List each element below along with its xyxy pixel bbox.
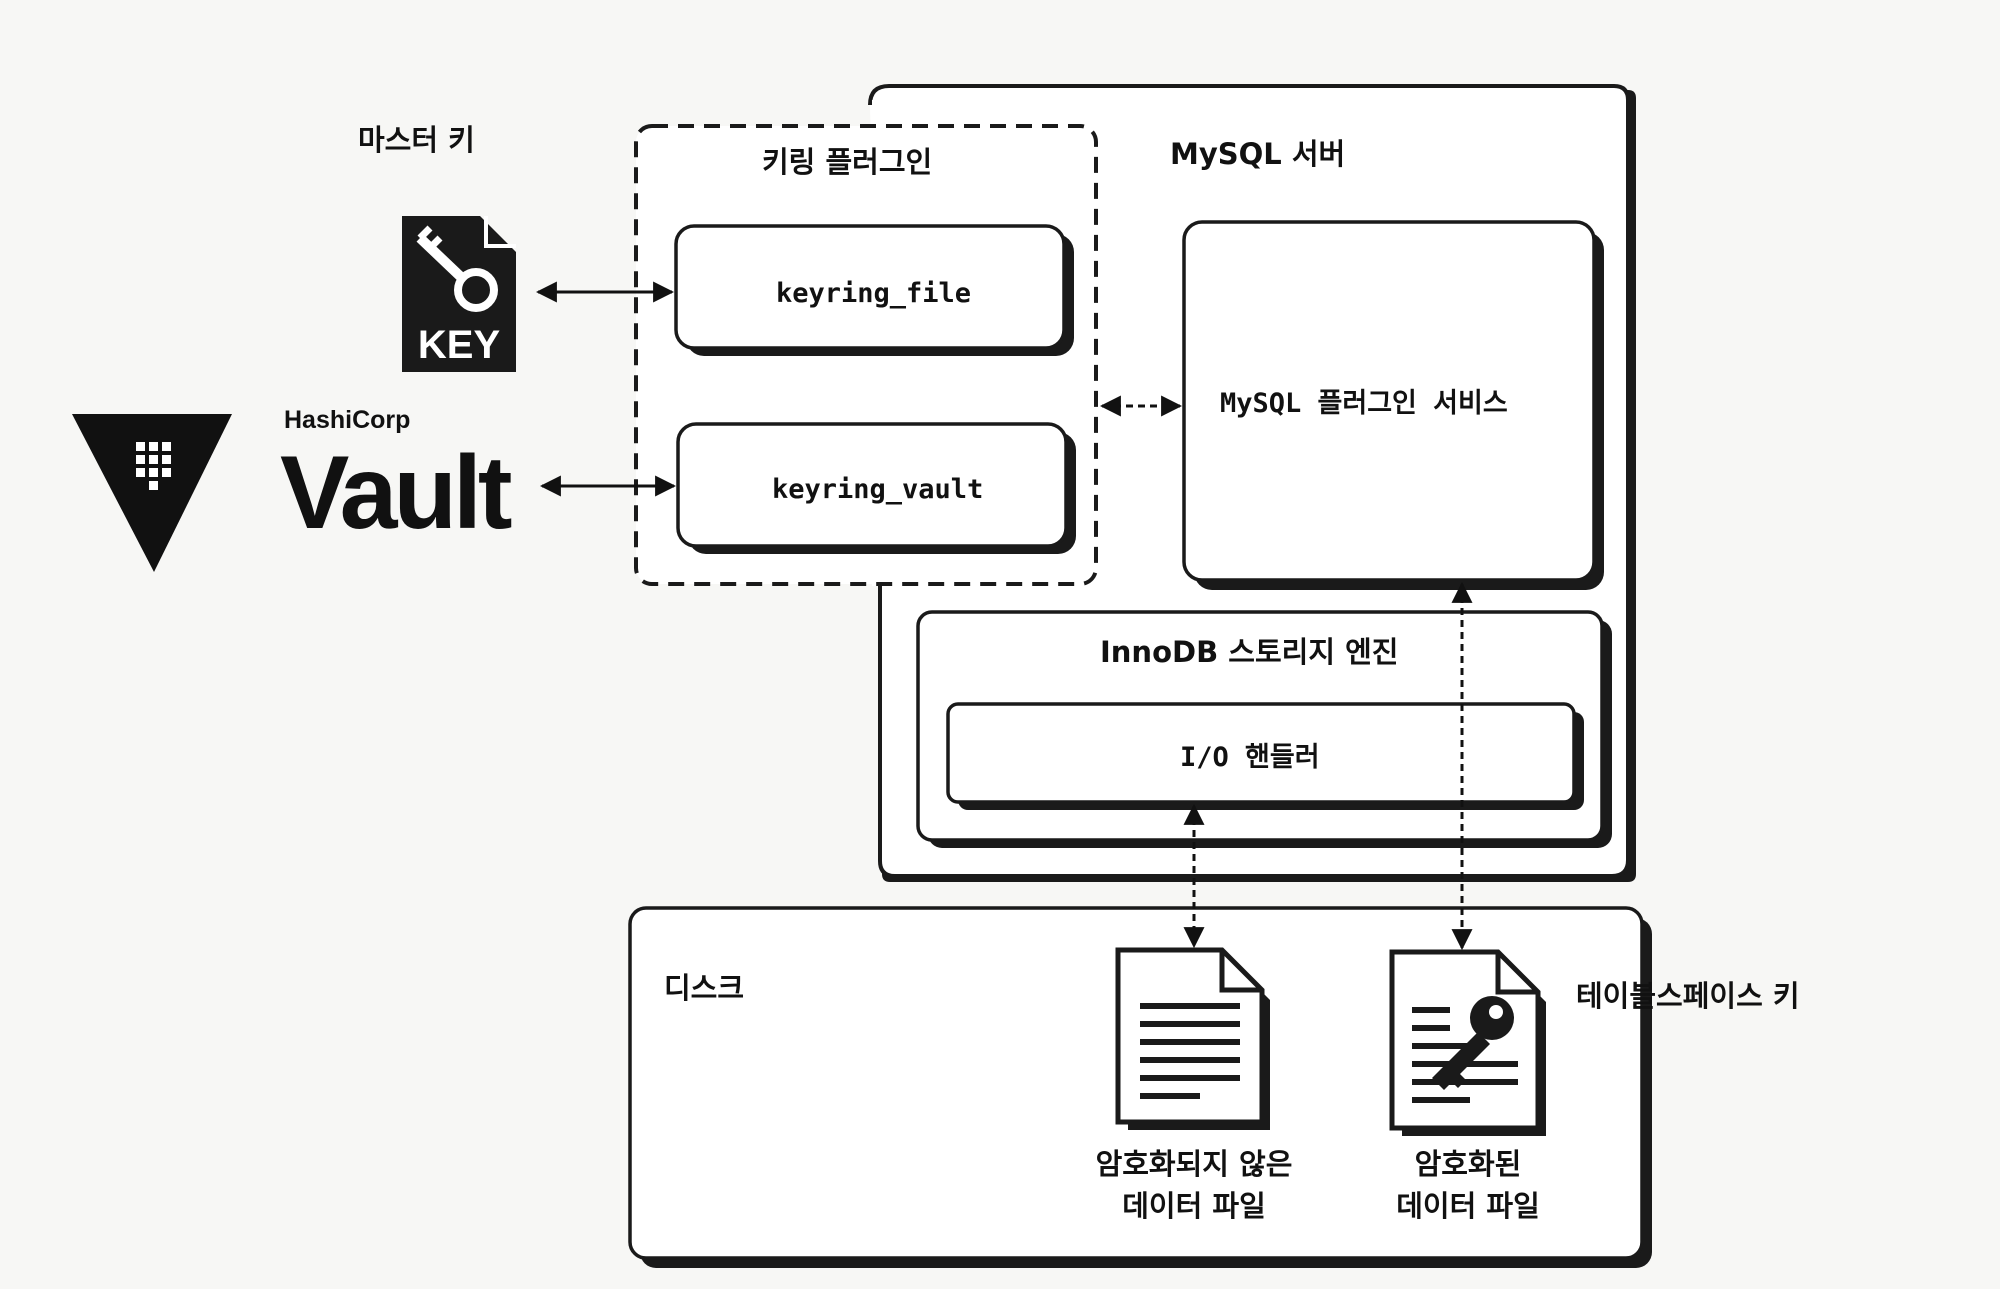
innodb-engine-box: InnoDB 스토리지 엔진 I/O 핸들러 xyxy=(916,610,1612,848)
unencrypted-file-label-2: 데이터 파일 xyxy=(1122,1189,1266,1223)
keyring-file-label: keyring_file xyxy=(776,278,971,309)
tablespace-key-label: 테이블스페이스 키 xyxy=(1576,979,1800,1013)
master-key-label: 마스터 키 xyxy=(358,123,475,157)
mysql-server-label: MySQL 서버 xyxy=(1170,137,1345,171)
keyring-vault-box: keyring_vault xyxy=(676,422,1076,554)
io-handler-box: I/O 핸들러 xyxy=(946,702,1584,810)
vault-text: Vault xyxy=(280,435,512,551)
hashicorp-text: HashiCorp xyxy=(284,406,410,434)
document-icon xyxy=(1115,947,1270,1130)
key-file-icon: KEY xyxy=(402,216,516,372)
encrypted-file-label-2: 데이터 파일 xyxy=(1396,1189,1540,1223)
keyring-file-box: keyring_file xyxy=(674,224,1074,356)
unencrypted-file-label-1: 암호화되지 않은 xyxy=(1096,1147,1293,1181)
keyring-vault-label: keyring_vault xyxy=(772,474,983,505)
hashicorp-vault-logo-icon: HashiCorp Vault xyxy=(72,406,516,572)
encrypted-file-label-1: 암호화된 xyxy=(1415,1147,1522,1181)
disk-label: 디스크 xyxy=(664,971,744,1005)
arrows xyxy=(535,281,1473,951)
keyring-plugin-label: 키링 플러그인 xyxy=(762,145,932,179)
mysql-plugin-service-label: MySQL 플러그인 서비스 xyxy=(1220,388,1508,419)
keyring-plugin-container: 키링 플러그인 keyring_file keyring_vault xyxy=(634,124,1098,586)
key-file-text: KEY xyxy=(418,323,501,367)
innodb-label: InnoDB 스토리지 엔진 xyxy=(1100,635,1398,669)
io-handler-label: I/O 핸들러 xyxy=(1180,742,1320,773)
encrypted-document-icon xyxy=(1389,949,1546,1136)
mysql-plugin-service-box: MySQL 플러그인 서비스 xyxy=(1182,220,1604,590)
